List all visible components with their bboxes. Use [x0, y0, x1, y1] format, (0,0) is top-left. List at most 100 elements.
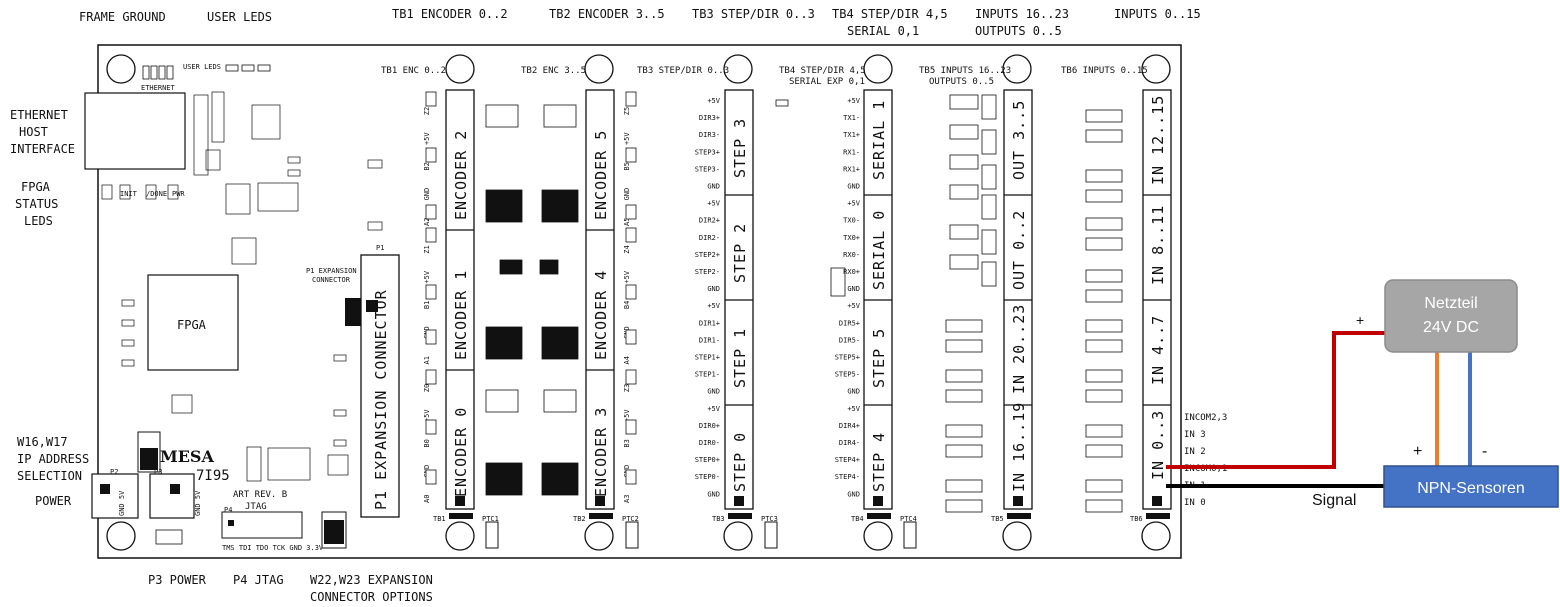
- power-supply-line1: Netzteil: [1424, 295, 1477, 312]
- top-label-frame-ground: FRAME GROUND: [79, 10, 166, 24]
- pin-label: DIR3-: [699, 131, 720, 139]
- pin-pads: [425, 91, 637, 485]
- pin-label: RX1-: [843, 148, 860, 156]
- pin-label: DIR5+: [839, 319, 860, 327]
- pin-label: GND: [623, 188, 631, 201]
- pin-label: STEP2-: [695, 268, 720, 276]
- mounting-hole: [723, 54, 753, 84]
- board-header-tb3: TB3 STEP/DIR 0..3: [637, 66, 729, 76]
- fpga-chip-label: FPGA: [177, 318, 207, 332]
- block-label-encoder-4: ENCODER 4: [592, 270, 610, 360]
- left-label-fpga: FPGA: [21, 180, 51, 194]
- fpga-status-leds: INIT /DONE PWR: [120, 190, 185, 198]
- pin-label: +5V: [623, 409, 631, 422]
- tb-id-label: TB6: [1130, 515, 1143, 523]
- w16-w17-jumper: [137, 431, 161, 473]
- mounting-hole: [1141, 54, 1171, 84]
- block-label-in-4-7: IN 4..7: [1149, 315, 1167, 385]
- pin-label: STEP1-: [695, 371, 720, 379]
- block-label-serial-1: SERIAL 1: [870, 100, 888, 180]
- pin-label: A3: [623, 495, 631, 503]
- left-label-selection: SELECTION: [17, 469, 82, 483]
- pin-label: DIR0-: [699, 439, 720, 447]
- tb-id-label: TB4: [851, 515, 864, 523]
- pin-label: DIR0+: [699, 422, 720, 430]
- pin-label: B3: [623, 439, 631, 447]
- side-label-in-2: IN 2: [1184, 447, 1206, 457]
- led-init-label: INIT: [120, 190, 138, 198]
- side-label-in-0: IN 0: [1184, 498, 1206, 508]
- top-label-tb1: TB1 ENCODER 0..2: [392, 7, 508, 21]
- gnd5v-label: GND 5V: [194, 490, 202, 516]
- pin-label: DIR4-: [839, 439, 860, 447]
- sensor-box-label: NPN-Sensoren: [1417, 480, 1525, 497]
- user-leds-label: USER LEDS: [183, 63, 221, 71]
- block-label-encoder-2: ENCODER 2: [452, 130, 470, 220]
- block-label-encoder-1: ENCODER 1: [452, 270, 470, 360]
- pin-label: TX0-: [843, 217, 860, 225]
- block-label-out-0-2: OUT 0..2: [1010, 210, 1028, 290]
- top-label-tb3: TB3 STEP/DIR 0..3: [692, 7, 815, 21]
- jtag-pins-label: TMS TDI TDO TCK GND 3.3V: [222, 544, 324, 552]
- mounting-hole: [723, 521, 753, 551]
- pin-label: +5V: [847, 302, 860, 310]
- pin-label: DIR1-: [699, 336, 720, 344]
- pin-label: B1: [423, 301, 431, 309]
- sensor-box: NPN-Sensoren: [1383, 465, 1559, 508]
- left-label-interface: INTERFACE: [10, 142, 75, 156]
- pin-label: +5V: [707, 97, 720, 105]
- pin-label: +5V: [423, 132, 431, 145]
- mounting-hole: [1002, 54, 1032, 84]
- pin-label: +5V: [707, 302, 720, 310]
- bottom-label-w22-w23: W22,W23 EXPANSION: [310, 573, 433, 587]
- pin-label: Z2: [423, 107, 431, 115]
- pin-label: GND: [847, 285, 860, 293]
- fpga-chip: [147, 274, 239, 371]
- pin-label: Z5: [623, 107, 631, 115]
- block-label-serial-0: SERIAL 0: [870, 210, 888, 290]
- pin-label: Z1: [423, 245, 431, 253]
- led-done-label: /DONE: [146, 190, 167, 198]
- left-label-leds: LEDS: [24, 214, 53, 228]
- pin-label: STEP0+: [695, 456, 720, 464]
- pin-label: TX1+: [843, 131, 860, 139]
- pin-label: DIR3+: [699, 114, 720, 122]
- block-label-step-0: STEP 0: [731, 432, 749, 492]
- pin-label: DIR2+: [699, 217, 720, 225]
- tb-and-ptc-labels: TB1 TB2 TB3 TB4 TB5 TB6 PTC1 PTC2 PTC3 P…: [433, 515, 1143, 523]
- board-header-tb5: TB5 INPUTS 16..23: [919, 66, 1011, 76]
- pin-label: +5V: [847, 200, 860, 208]
- pin-label: GND: [847, 490, 860, 498]
- pin-label: DIR4+: [839, 422, 860, 430]
- pin-label: B2: [423, 162, 431, 170]
- bottom-captions: P3 POWER P4 JTAG W22,W23 EXPANSION CONNE…: [148, 573, 433, 604]
- terminal-block-tb2: [585, 89, 615, 510]
- pin-label: STEP4-: [835, 473, 860, 481]
- wire-psu-plus-incom: [1166, 331, 1385, 469]
- pin-label: STEP5-: [835, 371, 860, 379]
- pin-label: GND: [707, 183, 720, 191]
- mounting-hole: [1002, 521, 1032, 551]
- left-label-ethernet: ETHERNET: [10, 108, 68, 122]
- pin-label: +5V: [707, 200, 720, 208]
- pin-label: STEP1+: [695, 354, 720, 362]
- p2-label: P2: [110, 468, 118, 476]
- pin-label: GND: [707, 285, 720, 293]
- p1-expansion-label: P1 EXPANSION: [306, 267, 357, 275]
- left-captions: ETHERNET HOST INTERFACE FPGA STATUS LEDS…: [10, 108, 89, 508]
- board-header-serial-exp: SERIAL EXP 0,1: [789, 77, 865, 87]
- top-captions: FRAME GROUND USER LEDS TB1 ENCODER 0..2 …: [79, 7, 1201, 38]
- tb-id-label: TB1: [433, 515, 446, 523]
- board-headers: TB1 ENC 0..2 TB2 ENC 3..5 TB3 STEP/DIR 0…: [381, 66, 1148, 87]
- side-label-incom2-3: INCOM2,3: [1184, 413, 1227, 423]
- tb-id-label: TB5: [991, 515, 1004, 523]
- model-label: 7I95: [196, 468, 230, 484]
- pin-label: RX0+: [843, 268, 860, 276]
- signal-label: Signal: [1312, 492, 1356, 509]
- block-label-out-3-5: OUT 3..5: [1010, 100, 1028, 180]
- pin-label: B0: [423, 439, 431, 447]
- tb4-pin-labels: +5VTX1-TX1+RX1-RX1+GND+5VTX0-TX0+RX0-RX0…: [835, 97, 861, 498]
- mounting-hole: [863, 54, 893, 84]
